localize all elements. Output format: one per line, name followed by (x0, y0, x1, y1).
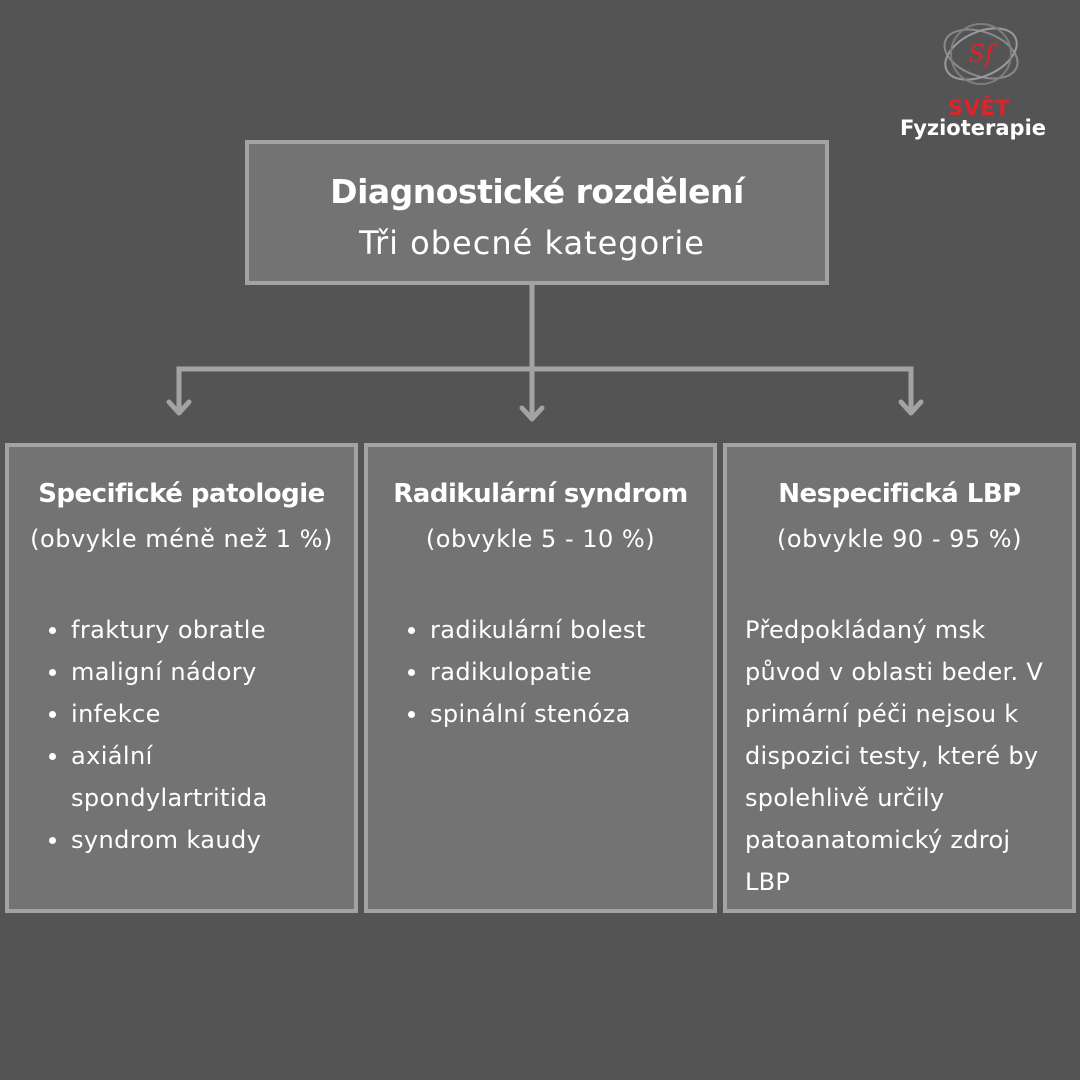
bullet-icon (408, 711, 415, 718)
category-title: Nespecifická LBP (778, 479, 1021, 509)
list-item: spinální stenóza (368, 693, 720, 735)
category-title: Specifické patologie (38, 479, 325, 509)
brand-logo: Sf SVĚT Fyzioterapie (896, 8, 1066, 143)
category-title: Radikulární syndrom (393, 479, 688, 509)
root-node: Diagnostické rozdělení Tři obecné katego… (245, 140, 829, 285)
bullet-icon (49, 669, 56, 676)
category-description: Předpokládaný msk původ v oblasti beder.… (745, 616, 1044, 896)
list-item: radikulární bolest (368, 609, 720, 651)
bullet-icon (49, 711, 56, 718)
bullet-icon (408, 669, 415, 676)
logo-orbit-icon: Sf (943, 23, 1019, 85)
root-title: Diagnostické rozdělení (330, 172, 744, 211)
logo-brand-line1: SVĚT (948, 96, 1011, 120)
list-item: fraktury obratle (9, 609, 351, 651)
list-item: maligní nádory (9, 651, 351, 693)
category-node-specific: Specifické patologie (obvykle méně než 1… (5, 443, 358, 913)
category-subtitle: (obvykle 5 - 10 %) (425, 525, 656, 553)
list-item: syndrom kaudy (9, 819, 351, 861)
list-item: radikulopatie (368, 651, 720, 693)
category-list: fraktury obratle maligní nádory infekce … (9, 609, 351, 861)
list-item: axiální spondylartritida (9, 735, 311, 819)
list-item: infekce (9, 693, 351, 735)
bullet-icon (408, 627, 415, 634)
category-subtitle: (obvykle méně než 1 %) (30, 525, 333, 553)
bullet-icon (49, 837, 56, 844)
arrow-down-icon (166, 399, 192, 416)
arrow-down-icon (519, 405, 545, 422)
bullet-icon (49, 753, 56, 760)
bullet-icon (49, 627, 56, 634)
root-subtitle: Tři obecné kategorie (359, 224, 705, 262)
category-node-nonspecific: Nespecifická LBP (obvykle 90 - 95 %) Pře… (723, 443, 1076, 913)
arrow-down-icon (898, 399, 924, 416)
category-node-radicular: Radikulární syndrom (obvykle 5 - 10 %) r… (364, 443, 717, 913)
logo-mark-text: Sf (968, 40, 997, 68)
logo-brand-line2: Fyzioterapie (900, 116, 1047, 140)
category-list: radikulární bolest radikulopatie spináln… (368, 609, 720, 735)
category-subtitle: (obvykle 90 - 95 %) (777, 525, 1022, 553)
